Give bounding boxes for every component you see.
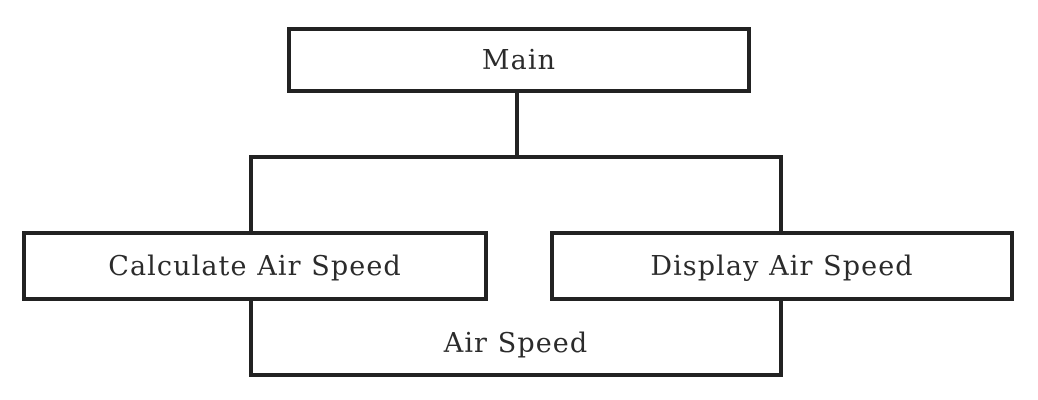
connector-right-branch <box>779 155 783 233</box>
connector-main-stem <box>515 92 519 159</box>
node-display-air-speed[interactable]: Display Air Speed <box>550 231 1014 301</box>
node-calculate-air-speed-label: Calculate Air Speed <box>108 250 402 282</box>
node-main-label: Main <box>481 44 557 76</box>
node-calculate-air-speed[interactable]: Calculate Air Speed <box>22 231 488 301</box>
connector-split-bar <box>249 155 783 159</box>
connector-dataflow-left <box>249 299 253 377</box>
connector-dataflow-right <box>779 299 783 377</box>
node-main[interactable]: Main <box>287 27 751 93</box>
node-display-air-speed-label: Display Air Speed <box>650 250 914 282</box>
connector-dataflow-bottom <box>249 373 783 377</box>
connector-left-branch <box>249 155 253 233</box>
dataflow-air-speed-label: Air Speed <box>443 328 589 359</box>
